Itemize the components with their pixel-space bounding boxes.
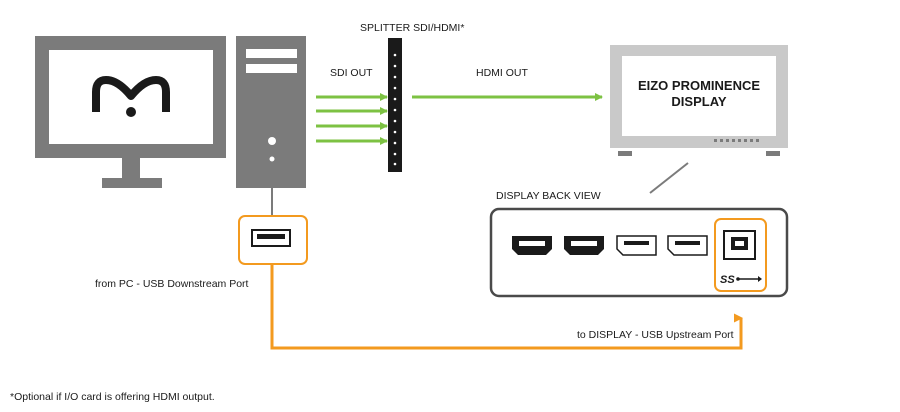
sdi-out-label: SDI OUT [330, 67, 373, 79]
display-back-panel: SS [489, 207, 789, 298]
splitter-device [388, 38, 402, 172]
displayport-port-icon [667, 235, 708, 256]
software-logo-icon [92, 76, 170, 117]
from-pc-label: from PC - USB Downstream Port [95, 278, 249, 290]
to-display-label: to DISPLAY - USB Upstream Port [577, 329, 734, 341]
back-view-pointer-line [649, 162, 689, 194]
usb-superspeed-logo-icon: SS [720, 274, 762, 286]
display-title-line1: EIZO PROMINENCE [637, 78, 761, 93]
hdmi-port-icon [564, 236, 604, 255]
svg-text:SS: SS [720, 274, 735, 286]
back-view-label: DISPLAY BACK VIEW [496, 190, 601, 202]
displayport-port-icon [616, 235, 657, 256]
usb-downstream-port [238, 215, 308, 265]
pc-tower [236, 36, 306, 188]
eizo-display [610, 45, 788, 156]
workstation-monitor [35, 36, 226, 188]
footnote: *Optional if I/O card is offering HDMI o… [10, 391, 215, 403]
usb-cable-line [270, 264, 743, 350]
usb-type-b-port-icon [723, 230, 756, 260]
splitter-label: SPLITTER SDI/HDMI* [360, 22, 465, 34]
display-title: EIZO PROMINENCE DISPLAY [622, 78, 776, 110]
sdi-out-arrows [316, 93, 388, 145]
hdmi-port-icon [512, 236, 552, 255]
hdmi-out-label: HDMI OUT [476, 67, 528, 79]
display-title-line2: DISPLAY [671, 94, 727, 109]
